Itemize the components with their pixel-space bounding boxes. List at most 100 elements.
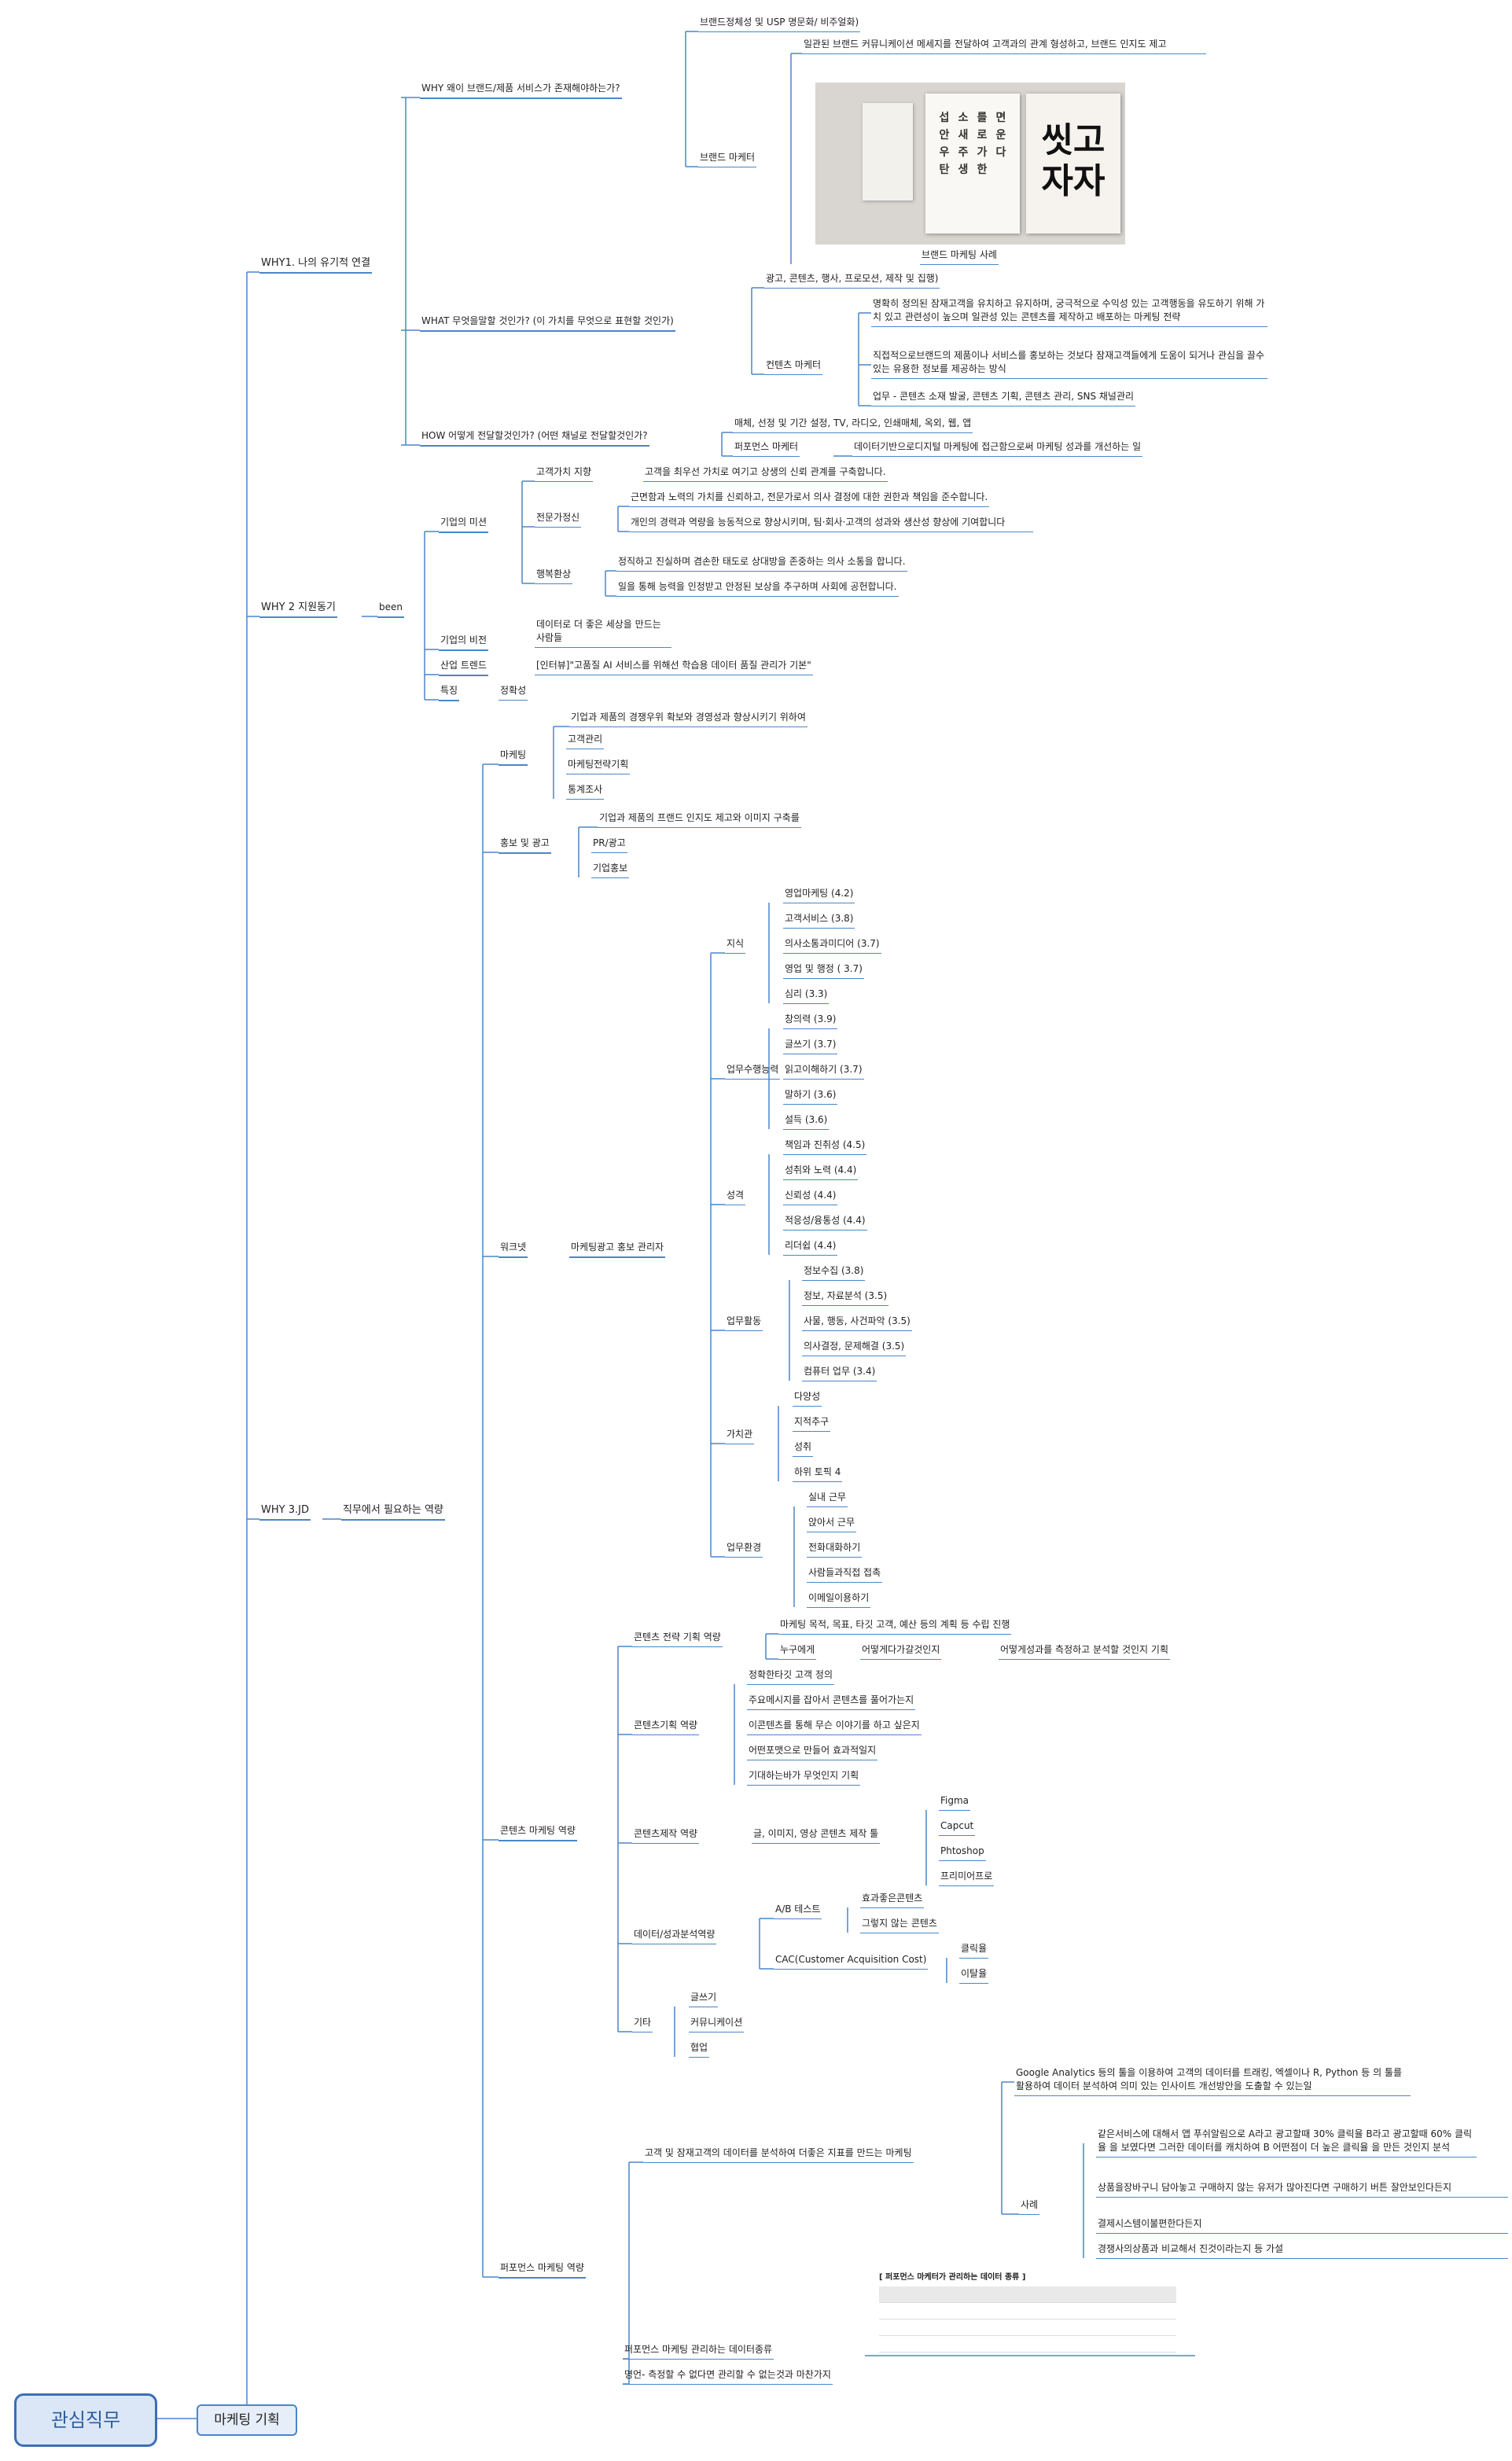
- job-node[interactable]: 마케팅 기획: [197, 2404, 297, 2436]
- content-strategy-what[interactable]: 어떻게다가갈것인지: [860, 1643, 942, 1660]
- cac-node[interactable]: CAC(Customer Acquisition Cost): [774, 1953, 929, 1970]
- worknet-subitem[interactable]: 읽고이해하기 (3.7): [783, 1063, 864, 1080]
- content-strategy-node[interactable]: 콘텐츠 전략 기획 역량: [632, 1631, 723, 1647]
- worknet-subitem[interactable]: 성취와 노력 (4.4): [783, 1164, 859, 1180]
- cp-item[interactable]: 정확한타깃 고객 정의: [747, 1668, 834, 1685]
- content-making-node[interactable]: 콘텐츠제작 역량: [632, 1827, 700, 1844]
- pm-analysis-node[interactable]: 고객 및 잠재고객의 데이터를 분석하여 더좋은 지표를 만드는 마케팅: [643, 2146, 914, 2163]
- worknet-subitem[interactable]: 앉아서 근무: [807, 1516, 857, 1532]
- character-node[interactable]: 성격: [725, 1189, 746, 1205]
- worknet-subitem[interactable]: 컴퓨터 업무 (3.4): [802, 1365, 877, 1381]
- etc-item[interactable]: 협업: [689, 2041, 710, 2058]
- case-item[interactable]: 같은서비스에 대해서 앱 푸쉬알림으로 A라고 광고할때 30% 클릭율 B라고…: [1096, 2128, 1477, 2158]
- content-strategy-who[interactable]: 누구에게: [778, 1643, 817, 1660]
- trend-node[interactable]: 산업 트렌드: [439, 659, 489, 676]
- worknet-subitem[interactable]: 영업 및 행정 ( 3.7): [783, 962, 864, 979]
- worknet-subitem[interactable]: 창의력 (3.9): [783, 1013, 838, 1029]
- content-planning-node[interactable]: 콘텐츠기획 역량: [632, 1719, 700, 1735]
- root-node[interactable]: 관심직무: [14, 2393, 157, 2447]
- worknet-subitem[interactable]: 의사결정, 문제해결 (3.5): [802, 1340, 907, 1356]
- worknet-subitem[interactable]: 심리 (3.3): [783, 988, 830, 1004]
- worknet-subitem[interactable]: 사물, 행동, 사건파악 (3.5): [802, 1315, 912, 1331]
- cac-item[interactable]: 클릭율: [959, 1942, 989, 1959]
- case-item[interactable]: 결제시스템이불편한다든지: [1096, 2217, 1508, 2234]
- content-marketing-node[interactable]: 콘텐츠 마케팅 역량: [498, 1824, 577, 1841]
- environment-node[interactable]: 업무환경: [725, 1541, 763, 1558]
- pm-quote-node[interactable]: 명언- 측정할 수 없다면 관리할 수 없는것과 마찬가지: [623, 2368, 833, 2385]
- pr-item[interactable]: 기업홍보: [591, 862, 630, 878]
- manager-node[interactable]: 마케팅광고 홍보 관리자: [569, 1241, 666, 1258]
- worknet-subitem[interactable]: 이메일이용하기: [807, 1591, 871, 1608]
- mk-item[interactable]: 고객관리: [566, 733, 605, 749]
- worknet-node[interactable]: 워크넷: [498, 1241, 528, 1258]
- why3-node[interactable]: WHY 3.JD: [259, 1503, 311, 1521]
- etc-item[interactable]: 글쓰기: [689, 1991, 719, 2007]
- marketing-node[interactable]: 마케팅: [498, 749, 528, 766]
- worknet-subitem[interactable]: 정보, 자료분석 (3.5): [802, 1289, 889, 1306]
- case-item[interactable]: 상품을장바구니 담아놓고 구매하지 않는 유저가 많아진다면 구매하기 버튼 잘…: [1096, 2181, 1508, 2198]
- cp-item[interactable]: 어떤포맷으로 만들어 효과적일지: [747, 1744, 878, 1760]
- worknet-subitem[interactable]: 신뢰성 (4.4): [783, 1189, 838, 1205]
- worknet-subitem[interactable]: 영업마케팅 (4.2): [783, 887, 855, 903]
- mk-item[interactable]: 통계조사: [566, 783, 605, 800]
- performance-marketer-node[interactable]: 퍼포먼스 마케터: [733, 440, 800, 457]
- worknet-subitem[interactable]: 글쓰기 (3.7): [783, 1038, 838, 1054]
- worknet-subitem[interactable]: 지적추구: [793, 1415, 831, 1432]
- worknet-subitem[interactable]: 적응성/융통성 (4.4): [783, 1214, 867, 1230]
- values-node[interactable]: 가치관: [725, 1428, 755, 1444]
- worknet-subitem[interactable]: 하위 토픽 4: [793, 1466, 843, 1482]
- pr-item[interactable]: PR/광고: [591, 837, 627, 853]
- cac-item[interactable]: 이탈율: [959, 1967, 989, 1984]
- worknet-subitem[interactable]: 책임과 진취성 (4.5): [783, 1139, 867, 1155]
- tool-item[interactable]: Figma: [939, 1794, 971, 1811]
- content-strategy-how[interactable]: 어떻게성과를 측정하고 분석할 것인지 기획: [999, 1643, 1170, 1660]
- why-question-node[interactable]: WHY 왜이 브랜드/제품 서비스가 존재해야하는가?: [420, 82, 622, 99]
- why2-node[interactable]: WHY 2 지원동기: [259, 601, 337, 618]
- worknet-subitem[interactable]: 사람들과직접 접촉: [807, 1566, 883, 1583]
- been-node[interactable]: been: [377, 601, 404, 618]
- content-marketer-node[interactable]: 컨텐츠 마케터: [764, 359, 823, 375]
- case-item[interactable]: 경쟁사의상품과 비교해서 진것이라는지 등 가설: [1096, 2242, 1508, 2259]
- mission-1-label[interactable]: 고객가치 지향: [535, 465, 594, 482]
- vision-node[interactable]: 기업의 비전: [439, 634, 489, 651]
- brand-marketer-node[interactable]: 브랜드 마케터: [698, 151, 757, 167]
- brand-identity-node[interactable]: 브랜드정체성 및 USP 명문화/ 비주얼화): [698, 16, 861, 32]
- worknet-subitem[interactable]: 정보수집 (3.8): [802, 1264, 866, 1281]
- ab-item[interactable]: 그렇지 않는 콘텐츠: [860, 1917, 939, 1933]
- performance-marketing-node[interactable]: 퍼포먼스 마케팅 역량: [498, 2261, 586, 2279]
- worknet-subitem[interactable]: 설득 (3.6): [783, 1113, 830, 1130]
- mission-3-label[interactable]: 행복환상: [535, 568, 573, 584]
- feature-node[interactable]: 특징: [439, 684, 460, 701]
- worknet-subitem[interactable]: 전화대화하기: [807, 1541, 863, 1558]
- mission-2-label[interactable]: 전문가정신: [535, 511, 582, 528]
- what-question-node[interactable]: WHAT 무엇을말할 것인가? (이 가치를 무엇으로 표현할 것인가): [420, 315, 675, 332]
- pr-node[interactable]: 홍보 및 광고: [498, 837, 551, 854]
- ability-node[interactable]: 업무수행능력: [725, 1063, 781, 1080]
- worknet-subitem[interactable]: 고객서비스 (3.8): [783, 912, 855, 929]
- worknet-subitem[interactable]: 말하기 (3.6): [783, 1088, 838, 1105]
- how-question-node[interactable]: HOW 어떻게 전달할것인가? (어떤 채널로 전달할것인가?: [420, 429, 649, 447]
- role-node[interactable]: 직무에서 필요하는 역량: [341, 1503, 445, 1521]
- etc-item[interactable]: 커뮤니케이션: [689, 2016, 745, 2032]
- worknet-subitem[interactable]: 다양성: [793, 1390, 822, 1407]
- knowledge-node[interactable]: 지식: [725, 937, 746, 954]
- ab-test-node[interactable]: A/B 테스트: [774, 1903, 822, 1919]
- worknet-subitem[interactable]: 리더쉽 (4.4): [783, 1239, 838, 1256]
- case-node[interactable]: 사례: [1019, 2198, 1040, 2215]
- pm-data-types-node[interactable]: 퍼포먼스 마케팅 관리하는 데이터종류: [623, 2343, 774, 2360]
- tool-item[interactable]: 프리미어프로: [939, 1870, 995, 1886]
- etc-node[interactable]: 기타: [632, 2016, 653, 2032]
- cp-item[interactable]: 기대하는바가 무엇인지 기획: [747, 1769, 861, 1786]
- tool-item[interactable]: Capcut: [939, 1819, 976, 1836]
- tool-item[interactable]: Phtoshop: [939, 1845, 986, 1861]
- ab-item[interactable]: 효과좋은콘텐츠: [860, 1892, 925, 1908]
- worknet-subitem[interactable]: 실내 근무: [807, 1491, 848, 1507]
- data-analysis-node[interactable]: 데이터/성과분석역량: [632, 1928, 717, 1944]
- cp-item[interactable]: 이콘텐츠를 통해 무슨 이야기를 하고 싶은지: [747, 1719, 922, 1735]
- cp-item[interactable]: 주요메시지를 잡아서 콘텐츠를 풀어가는지: [747, 1694, 916, 1710]
- worknet-subitem[interactable]: 의사소통과미디어 (3.7): [783, 937, 881, 954]
- why1-node[interactable]: WHY1. 나의 유기적 연결: [259, 256, 373, 274]
- content-list-node[interactable]: 광고, 콘텐츠, 행사, 프로모션, 제작 및 집행): [764, 272, 940, 289]
- mission-node[interactable]: 기업의 미션: [439, 516, 489, 533]
- activity-node[interactable]: 업무활동: [725, 1315, 763, 1331]
